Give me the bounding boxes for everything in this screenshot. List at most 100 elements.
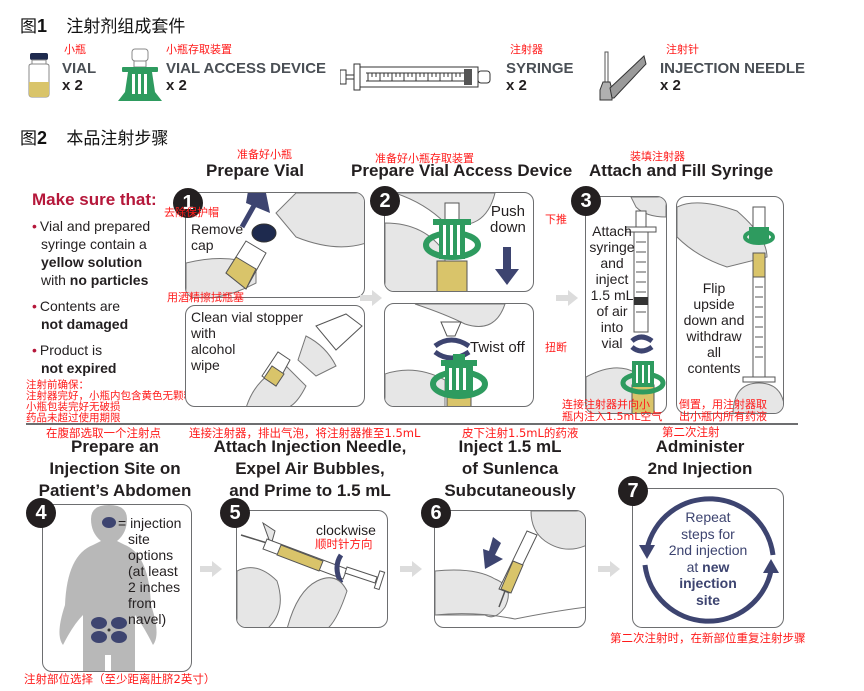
- syringe-qty: x 2: [506, 77, 527, 94]
- step7-heading-cn: 第二次注射: [662, 425, 720, 439]
- step3-panel-attach-inject: [585, 196, 667, 414]
- push-down-illustration: [385, 193, 519, 291]
- step4-badge: 4: [26, 498, 56, 528]
- checklist-text-bold: not expired: [41, 360, 117, 376]
- vial-access-device-icon: [118, 48, 162, 102]
- step5-heading: Attach Injection Needle, Expel Air Bubbl…: [210, 436, 410, 502]
- note-line: 倒置，用注射器取: [679, 398, 767, 411]
- figure2-prefix: 图: [20, 129, 37, 149]
- injection-needle-label: INJECTION NEEDLE: [660, 60, 806, 77]
- step7-note-cn: 第二次注射时，在新部位重复注射步骤: [610, 631, 806, 645]
- repeat-line-bold: injection: [679, 575, 737, 591]
- step6-heading: Inject 1.5 mL of Sunlenca Subcutaneously: [430, 436, 590, 502]
- flip-withdraw-illustration: [677, 202, 783, 413]
- panel-text: syringe: [589, 239, 635, 255]
- panel-text: inject: [595, 271, 629, 287]
- checklist-item-1: •Vial and prepared syringe contain a yel…: [32, 218, 151, 288]
- heading-line: of Sunlenca: [461, 459, 559, 478]
- step2-twist-off-text: Twist off: [470, 339, 525, 356]
- panel-text: alcohol: [191, 341, 236, 357]
- note-line: 注射前确保：: [26, 379, 89, 391]
- step6-panel-inject: [434, 510, 586, 628]
- step2-heading-cn: 准备好小瓶存取装置: [375, 152, 474, 165]
- step7-badge: 7: [618, 476, 648, 506]
- heading-line: Expel Air Bubbles,: [235, 459, 385, 478]
- step2-badge: 2: [370, 186, 400, 216]
- checklist-note-cn: 注射前确保： 注射器完好，小瓶内包含黄色无颗粒溶液 小瓶包装完好无破损 药品未超…: [26, 380, 215, 424]
- panel-text: cap: [191, 237, 214, 253]
- remove-cap-illustration: [186, 193, 364, 297]
- step2-push-down-cn: 下推: [545, 213, 567, 226]
- panel-text: all: [706, 344, 721, 360]
- syringe-icon: [340, 60, 496, 94]
- step4-note-cn: 注射部位选择（至少距离肚脐2英寸）: [24, 672, 216, 686]
- step1-heading-cn: 准备好小瓶: [237, 148, 292, 161]
- note-line: 连接注射器并向小: [562, 398, 650, 411]
- heading-line: Patient’s Abdomen: [38, 481, 192, 500]
- note-line: 小瓶包装完好无破损: [26, 401, 121, 413]
- figure2-number: 2: [37, 128, 48, 148]
- panel-text: down: [490, 219, 526, 236]
- repeat-line: steps for: [681, 525, 735, 542]
- checklist-text: Contents are: [39, 298, 121, 314]
- panel-text: Remove: [191, 221, 244, 237]
- heading-line: 2nd Injection: [647, 459, 753, 478]
- injection-needle-qty: x 2: [660, 77, 681, 94]
- legend-line: site: [128, 531, 150, 547]
- vial-label: VIAL: [62, 60, 97, 77]
- heading-line: Administer: [655, 437, 745, 456]
- repeat-line-bold: new: [702, 558, 730, 575]
- step3-badge: 3: [571, 186, 601, 216]
- panel-text: with: [191, 325, 216, 341]
- syringe-label: SYRINGE: [506, 60, 574, 77]
- next-arrow-icon: [360, 290, 382, 306]
- figure1-number: 1: [37, 16, 48, 36]
- vial-access-device-qty: x 2: [166, 77, 187, 94]
- panel-text: Flip: [702, 280, 726, 296]
- checklist-text: Product is: [39, 342, 103, 358]
- note-line: 注射器完好，小瓶内包含黄色无颗粒溶液: [26, 390, 215, 402]
- checklist: •Vial and prepared syringe contain a yel…: [32, 217, 150, 377]
- legend-line: (at least: [128, 563, 178, 579]
- legend-line: = injection: [118, 515, 182, 531]
- step4-heading: Prepare an Injection Site on Patient’s A…: [30, 436, 200, 502]
- panel-text: Attach: [592, 223, 632, 239]
- checklist-text: with: [41, 272, 70, 288]
- panel-text: contents: [687, 360, 741, 376]
- step1-remove-cap-cn: 去除保护帽: [164, 206, 219, 219]
- panel-text: Push: [490, 203, 526, 220]
- heading-line: Attach Injection Needle,: [213, 437, 407, 456]
- heading-line: Inject 1.5 mL: [458, 437, 562, 456]
- next-arrow-icon: [200, 561, 222, 577]
- figure1-title: 图1 注射剂组成套件: [20, 12, 185, 37]
- injection-needle-label-cn: 注射针: [666, 43, 699, 56]
- legend-line: navel): [128, 611, 167, 627]
- panel-text: withdraw: [686, 328, 742, 344]
- checklist-item-3: •Product is not expired: [32, 341, 150, 377]
- panel-text: vial: [601, 335, 623, 351]
- step7-panel-repeat: [632, 488, 784, 628]
- legend-line: options: [128, 547, 174, 563]
- repeat-line: Repeat: [685, 509, 731, 525]
- step1-remove-cap-text: Remove cap: [191, 221, 243, 253]
- note-line: 药品未超过使用期限: [26, 412, 121, 424]
- step6-heading-cn: 皮下注射1.5mL的药液: [462, 426, 579, 440]
- checklist-heading: Make sure that:: [32, 190, 157, 209]
- heading-line: Prepare an: [71, 437, 159, 456]
- next-arrow-icon: [400, 561, 422, 577]
- figure2-title: 图2 本品注射步骤: [20, 124, 168, 149]
- syringe-label-cn: 注射器: [510, 43, 543, 56]
- step1-clean-stopper-text: Clean vial stopper with alcohol wipe: [191, 309, 303, 373]
- step3-flip-withdraw-cn: 倒置，用注射器取 出小瓶内所有药液: [679, 399, 767, 423]
- panel-text: down and: [683, 312, 745, 328]
- vial-access-device-label-cn: 小瓶存取装置: [166, 43, 232, 56]
- step5-panel-prime: [236, 510, 388, 628]
- abdomen-body-illustration: [59, 505, 157, 671]
- step5-clockwise-cn: 顺时针方向: [315, 537, 373, 551]
- attach-syringe-illustration: [586, 197, 666, 413]
- checklist-item-2: •Contents are not damaged: [32, 297, 150, 333]
- repeat-line-bold: site: [695, 591, 721, 608]
- step2-panel-push-down: [384, 192, 534, 292]
- step5-heading-cn: 连接注射器，排出气泡，将注射器推至1.5mL: [189, 426, 421, 440]
- step1-heading: Prepare Vial: [206, 161, 304, 180]
